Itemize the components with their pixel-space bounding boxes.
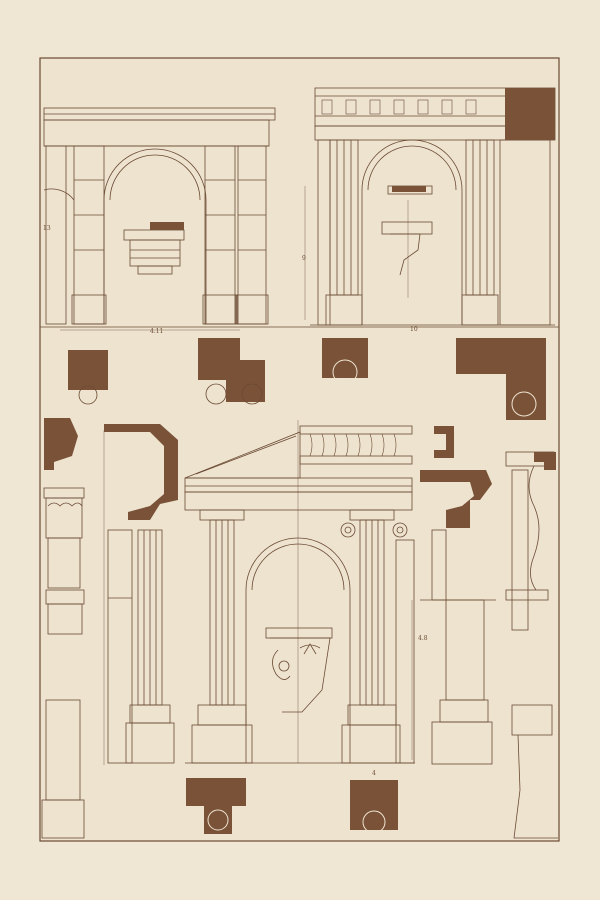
dim-top-left-side: 13 [43,225,51,232]
top-right-arcade-elevation [304,87,556,326]
dim-top-right-side: 9 [302,255,306,262]
far-left-capital-studies [41,487,85,839]
top-left-arcade-elevation [39,107,276,331]
pier-plan-4 [456,338,546,420]
bottom-right-column-elevation [420,529,496,765]
bottom-right-cornice-profile [434,426,454,458]
top-left-cornice-profile [150,222,184,230]
pier-plan-5 [186,778,246,834]
dim-top-right-width: 10 [410,326,418,333]
bottom-arch-elevation [184,420,415,764]
top-right-corner-block [505,88,555,140]
bottom-left-entablature-profile [104,424,178,520]
dim-top-left-width: 4.11 [150,328,163,335]
dim-bottom-center-width: 4 [372,770,376,777]
far-right-cornice-profile [534,452,556,470]
far-left-cornice-profile [44,418,78,470]
far-right-baluster-studies [505,451,558,839]
bottom-left-column-elevation [103,430,175,765]
top-right-moulding-profile [392,186,426,192]
pier-plans-row [68,338,546,420]
bottom-plans-row [186,778,398,834]
pier-plan-3 [322,338,368,378]
pier-plan-2 [198,338,265,402]
dim-bottom-center-side: 4.8 [418,635,428,642]
plate-border [39,57,560,842]
pier-plan-1 [68,350,108,390]
pier-plan-6 [350,780,398,830]
bottom-right-entablature-profile [420,470,492,528]
